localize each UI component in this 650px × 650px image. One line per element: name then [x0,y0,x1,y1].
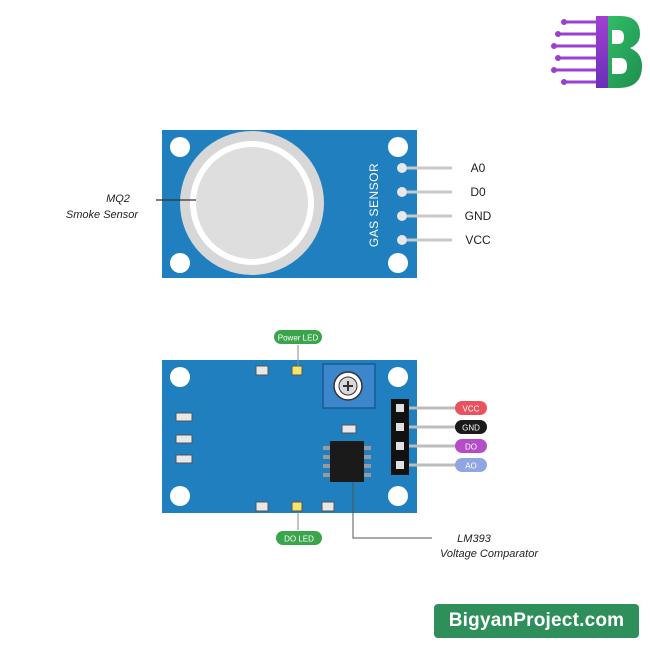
top-pin-label-d0: D0 [470,185,486,199]
pin-badge-vcc-label: VCC [463,405,480,414]
do-led-label: DO LED [284,535,314,544]
pin-header [391,399,409,475]
top-pin-label-gnd: GND [465,209,492,223]
mount-hole [388,253,408,273]
pin-badge-gnd [455,420,487,434]
pin-badge-ao-label: AO [465,462,477,471]
potentiometer [322,363,376,409]
top-pin-label-vcc: VCC [465,233,491,247]
pin-badge-do-label: DO [465,443,477,452]
power-led [291,365,303,376]
do-led [291,501,303,512]
pin-dot [397,211,407,221]
mount-hole [170,486,190,506]
mount-hole [388,486,408,506]
pin-badge-do [455,439,487,453]
site-footer-badge[interactable]: BigyanProject.com [434,604,639,638]
mount-hole [388,137,408,157]
circuit-b-logo-icon [551,16,642,88]
mount-hole [170,253,190,273]
smd-component [175,365,357,512]
pin-dot [397,235,407,245]
mount-hole [170,367,190,387]
mount-hole [388,367,408,387]
top-pin-label-a0: A0 [471,161,486,175]
top-module [156,130,452,278]
mount-hole [170,137,190,157]
pin-badge-ao [455,458,487,472]
pin-badge-gnd-label: GND [462,424,480,433]
mq2-callout-title: MQ2 [106,193,130,205]
power-led-badge [274,330,322,344]
board-label: GAS SENSOR [367,163,381,247]
lm393-chip [323,441,371,482]
pin-dot [397,187,407,197]
mq2-callout-subtitle: Smoke Sensor [66,209,139,221]
bottom-board [162,360,417,513]
lm393-callout-title: LM393 [457,533,492,545]
bottom-module [162,345,456,539]
power-led-label: Power LED [278,334,319,343]
lm393-callout-subtitle: Voltage Comparator [440,548,539,560]
do-led-badge [276,531,322,545]
pin-badge-vcc [455,401,487,415]
pin-dot [397,163,407,173]
